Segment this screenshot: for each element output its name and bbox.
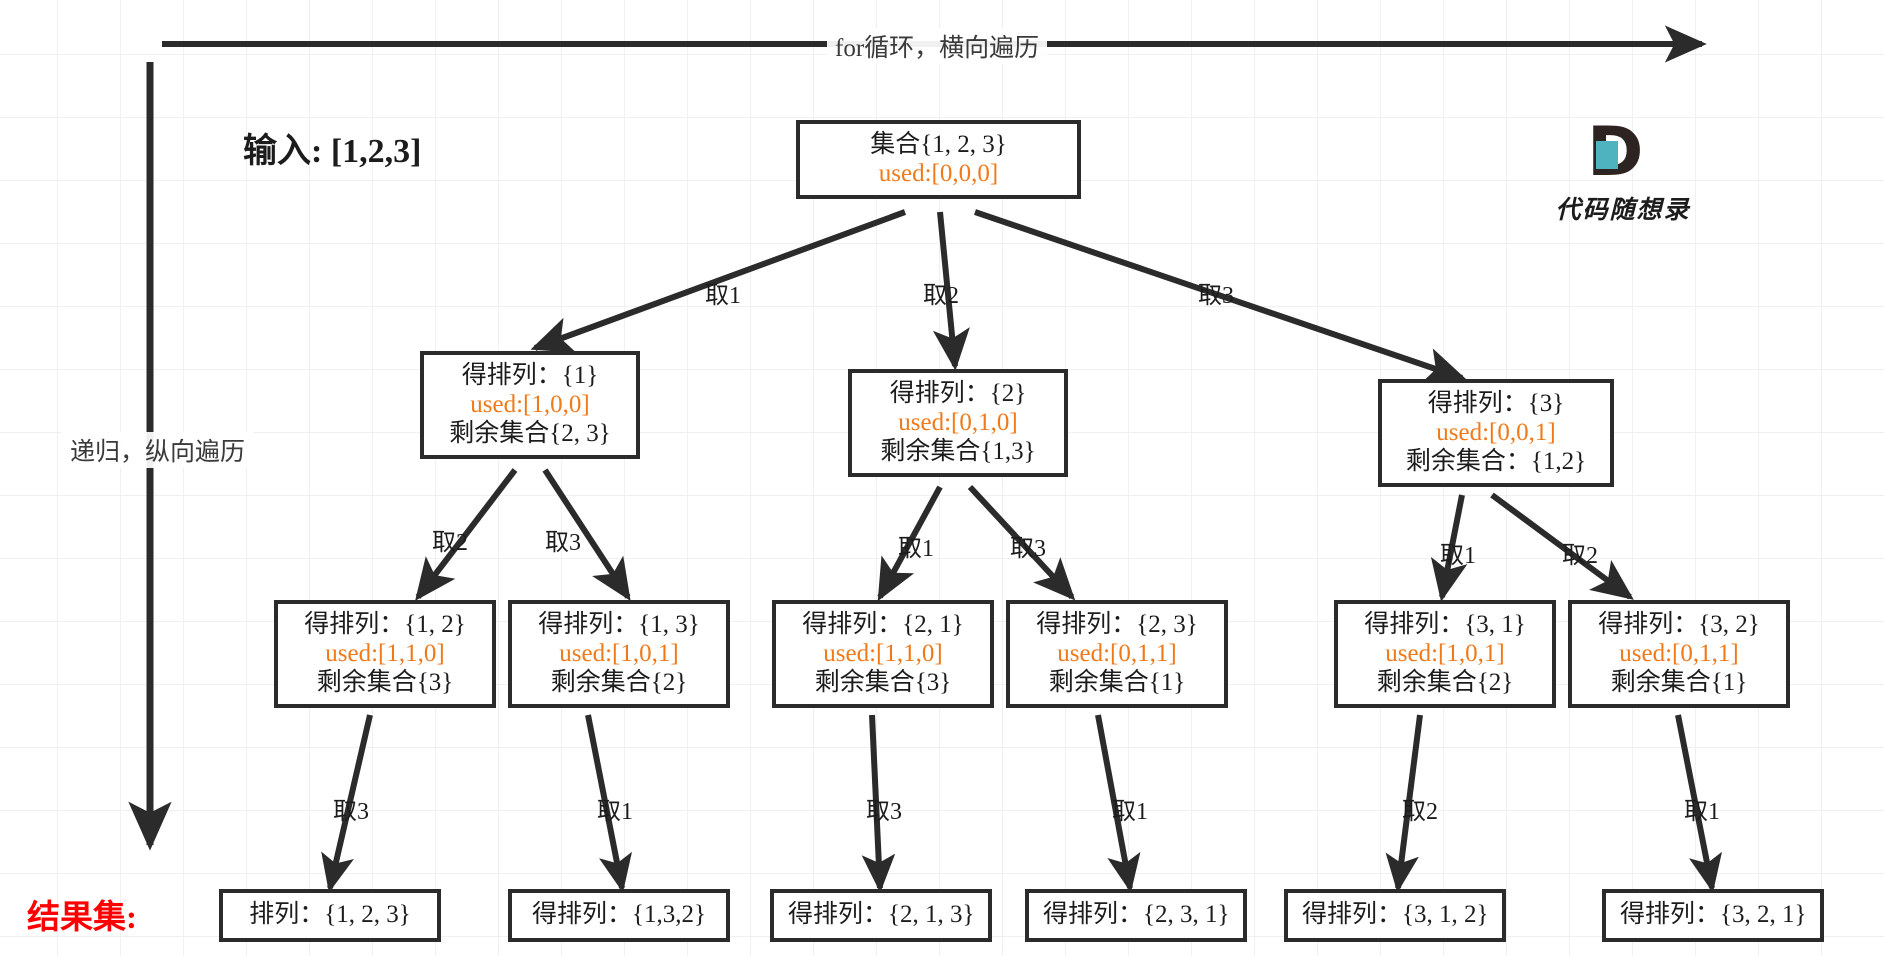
node-remaining-line: 剩余集合{2, 3} [449, 420, 611, 447]
result-node-2: 得排列：{1,3,2} [508, 889, 730, 942]
node-remaining-line: 剩余集合{1} [1610, 669, 1748, 696]
result-node-3: 得排列：{2, 1, 3} [770, 889, 992, 942]
tree-node-l3-2: 得排列：{1, 3} used:[1,0,1] 剩余集合{2} [508, 600, 730, 708]
tree-node-l3-1: 得排列：{1, 2} used:[1,1,0] 剩余集合{3} [274, 600, 496, 708]
result-node-5: 得排列：{3, 1, 2} [1284, 889, 1506, 942]
node-permutation-line: 得排列：{1, 3} [538, 611, 700, 638]
node-used-line: used:[0,0,0] [878, 160, 999, 187]
node-used-line: used:[1,0,0] [470, 391, 590, 418]
brand-logo: D 代码随想录 [1528, 119, 1718, 226]
edge-label-l2-4: 取3 [1010, 536, 1046, 562]
logo-caption: 代码随想录 [1555, 195, 1691, 224]
node-used-line: used:[0,1,0] [898, 409, 1018, 436]
edge-label-l2-1: 取2 [432, 530, 468, 556]
node-permutation-line: 得排列：{3, 2} [1598, 611, 1760, 638]
node-permutation-line: 得排列：{3} [1427, 390, 1565, 417]
result-node-6: 得排列：{3, 2, 1} [1602, 889, 1824, 942]
node-permutation-line: 得排列：{2, 1} [802, 611, 964, 638]
horizontal-axis-label: for循环，横向遍历 [827, 28, 1048, 64]
node-used-line: used:[1,1,0] [823, 640, 943, 667]
edge-label-l1-3: 取3 [1198, 283, 1234, 309]
node-used-line: used:[1,1,0] [325, 640, 445, 667]
edge-label-l3-2: 取1 [597, 799, 633, 825]
tree-node-l3-5: 得排列：{3, 1} used:[1,0,1] 剩余集合{2} [1334, 600, 1556, 708]
tree-node-l2-2: 得排列：{2} used:[0,1,0] 剩余集合{1,3} [848, 369, 1068, 477]
tree-node-l3-6: 得排列：{3, 2} used:[0,1,1] 剩余集合{1} [1568, 600, 1790, 708]
edge-label-l3-4: 取1 [1112, 799, 1148, 825]
node-remaining-line: 剩余集合{3} [814, 669, 952, 696]
tree-node-l2-1: 得排列：{1} used:[1,0,0] 剩余集合{2, 3} [420, 351, 640, 459]
vertical-axis-label: 递归，纵向遍历 [62, 432, 254, 468]
edge-label-l3-6: 取1 [1684, 799, 1720, 825]
node-remaining-line: 剩余集合{3} [316, 669, 454, 696]
edge-label-l2-5: 取1 [1440, 543, 1476, 569]
node-used-line: used:[1,0,1] [559, 640, 679, 667]
logo-d-icon: D [1587, 119, 1659, 187]
result-node-4: 得排列：{2, 3, 1} [1025, 889, 1247, 942]
node-used-line: used:[0,1,1] [1057, 640, 1177, 667]
logo-teal-square-icon [1596, 141, 1618, 169]
node-permutation-line: 集合{1, 2, 3} [870, 131, 1007, 158]
node-remaining-line: 剩余集合{2} [1376, 669, 1514, 696]
tree-node-root: 集合{1, 2, 3} used:[0,0,0] [796, 120, 1081, 199]
edge-label-l3-5: 取2 [1402, 799, 1438, 825]
node-permutation-line: 得排列：{1, 2} [304, 611, 466, 638]
tree-node-l2-3: 得排列：{3} used:[0,0,1] 剩余集合：{1,2} [1378, 379, 1614, 487]
edge-label-l2-2: 取3 [545, 530, 581, 556]
node-remaining-line: 剩余集合{1} [1048, 669, 1186, 696]
edge-label-l1-1: 取1 [705, 283, 741, 309]
edge-label-l3-3: 取3 [866, 799, 902, 825]
node-remaining-line: 剩余集合{1,3} [880, 438, 1036, 465]
node-remaining-line: 剩余集合{2} [550, 669, 688, 696]
edge-label-l2-3: 取1 [898, 536, 934, 562]
node-used-line: used:[1,0,1] [1385, 640, 1505, 667]
node-used-line: used:[0,1,1] [1619, 640, 1739, 667]
node-used-line: used:[0,0,1] [1436, 419, 1556, 446]
node-remaining-line: 剩余集合：{1,2} [1405, 448, 1587, 475]
result-set-label: 结果集: [27, 900, 137, 936]
node-permutation-line: 得排列：{2} [889, 380, 1027, 407]
edge-label-l1-2: 取2 [923, 283, 959, 309]
tree-node-l3-3: 得排列：{2, 1} used:[1,1,0] 剩余集合{3} [772, 600, 994, 708]
node-permutation-line: 得排列：{1} [461, 362, 599, 389]
node-permutation-line: 得排列：{2, 3} [1036, 611, 1198, 638]
node-permutation-line: 得排列：{3, 1} [1364, 611, 1526, 638]
tree-node-l3-4: 得排列：{2, 3} used:[0,1,1] 剩余集合{1} [1006, 600, 1228, 708]
result-node-1: 排列：{1, 2, 3} [219, 889, 441, 942]
edge-label-l2-6: 取2 [1562, 543, 1598, 569]
edge-label-l3-1: 取3 [333, 799, 369, 825]
input-label: 输入: [1,2,3] [243, 133, 422, 170]
